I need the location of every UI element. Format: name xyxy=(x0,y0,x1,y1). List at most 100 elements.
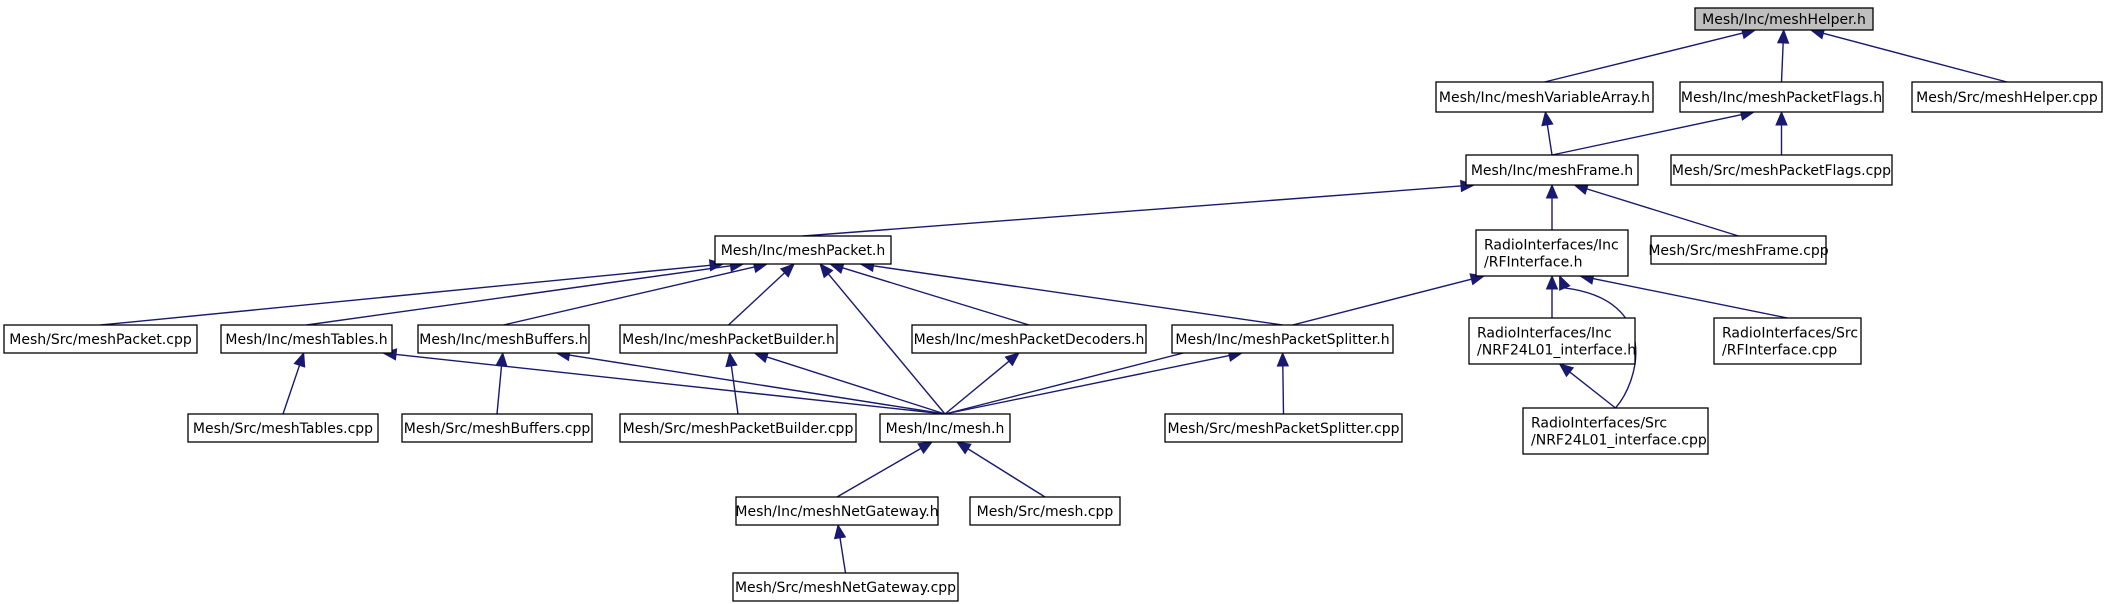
node-label-meshBuffers_h: Mesh/Inc/meshBuffers.h xyxy=(419,332,588,348)
node-box-meshHelper_cpp xyxy=(1911,81,2103,113)
arrowhead-meshNetGateway_h xyxy=(833,523,847,540)
node-label-RFInterface_cpp: RadioInterfaces/Src xyxy=(1722,326,1858,342)
node-meshBuffers_cpp[interactable]: Mesh/Src/meshBuffers.cpp xyxy=(401,413,593,443)
arrowhead-meshBuffers_h xyxy=(495,351,508,368)
edge-meshPacketDecoders_h-to-meshPacket_h xyxy=(842,267,1030,326)
arrowhead-NRF24L01_interface_h xyxy=(1558,363,1575,378)
node-meshPacketSplitter_h[interactable]: Mesh/Inc/meshPacketSplitter.h xyxy=(1171,324,1394,354)
edge-meshPacketBuilder_h-to-meshPacket_h xyxy=(728,272,786,326)
edge-mesh_h-to-meshTables_h xyxy=(395,353,946,415)
node-box-RFInterface_h xyxy=(1475,229,1629,277)
node-meshPacketBuilder_h[interactable]: Mesh/Inc/meshPacketBuilder.h xyxy=(619,324,838,354)
nodes-layer: Mesh/Inc/meshHelper.hMesh/Inc/meshVariab… xyxy=(3,7,2103,602)
edge-meshFrame_cpp-to-meshFrame_h xyxy=(1586,188,1739,237)
node-box-meshPacketDecoders_h xyxy=(911,324,1147,354)
node-meshTables_cpp[interactable]: Mesh/Src/meshTables.cpp xyxy=(187,413,379,443)
node-meshVariableArray_h[interactable]: Mesh/Inc/meshVariableArray.h xyxy=(1435,81,1654,113)
edge-meshPacketSplitter_cpp-to-meshPacketSplitter_h xyxy=(1282,365,1285,415)
node-box-meshFrame_cpp xyxy=(1650,235,1827,265)
node-box-meshTables_cpp xyxy=(187,413,379,443)
node-box-RFInterface_cpp xyxy=(1713,317,1862,365)
node-meshPacketFlags_cpp[interactable]: Mesh/Src/meshPacketFlags.cpp xyxy=(1670,154,1893,186)
node-box-meshPacketSplitter_cpp xyxy=(1164,413,1403,443)
edge-RFInterface_cpp-to-RFInterface_h xyxy=(1592,277,1788,319)
node-RFInterface_cpp[interactable]: RadioInterfaces/Src/RFInterface.cpp xyxy=(1713,317,1862,365)
node-label-meshPacket_h: Mesh/Inc/meshPacket.h xyxy=(721,243,886,259)
node-meshFrame_h[interactable]: Mesh/Inc/meshFrame.h xyxy=(1465,154,1639,186)
node-meshBuffers_h[interactable]: Mesh/Inc/meshBuffers.h xyxy=(417,324,590,354)
arrowhead-meshPacket_h xyxy=(779,263,795,278)
node-box-meshPacketFlags_cpp xyxy=(1670,154,1893,186)
node-box-NRF24L01_interface_h xyxy=(1468,317,1636,365)
node-label-meshPacketDecoders_h: Mesh/Inc/meshPacketDecoders.h xyxy=(914,332,1145,348)
node-meshPacket_cpp[interactable]: Mesh/Src/meshPacket.cpp xyxy=(3,324,198,354)
node-NRF24L01_interface_h[interactable]: RadioInterfaces/Inc/NRF24L01_interface.h xyxy=(1468,317,1636,365)
edge-meshFrame_h-to-meshPacketFlags_h xyxy=(1551,114,1742,156)
node-label-NRF24L01_interface_h: /NRF24L01_interface.h xyxy=(1477,343,1636,359)
node-NRF24L01_interface_cpp[interactable]: RadioInterfaces/Src/NRF24L01_interface.c… xyxy=(1522,407,1709,455)
edge-meshBuffers_cpp-to-meshBuffers_h xyxy=(496,365,503,415)
arrowhead-meshPacketBuilder_h xyxy=(725,351,738,368)
node-label-meshPacketSplitter_h: Mesh/Inc/meshPacketSplitter.h xyxy=(1175,332,1389,348)
arrowhead-meshFrame_h xyxy=(1545,183,1559,199)
node-label-meshHelper_cpp: Mesh/Src/meshHelper.cpp xyxy=(1916,90,2098,106)
arrowhead-meshHelper_h xyxy=(1776,28,1790,44)
node-label-mesh_cpp: Mesh/Src/mesh.cpp xyxy=(977,504,1114,520)
node-label-meshPacketBuilder_h: Mesh/Inc/meshPacketBuilder.h xyxy=(622,332,835,348)
node-meshFrame_cpp[interactable]: Mesh/Src/meshFrame.cpp xyxy=(1648,235,1829,265)
node-label-NRF24L01_interface_cpp: RadioInterfaces/Src xyxy=(1531,416,1667,432)
node-meshPacketBuilder_cpp[interactable]: Mesh/Src/meshPacketBuilder.cpp xyxy=(619,413,857,443)
node-meshPacketDecoders_h[interactable]: Mesh/Inc/meshPacketDecoders.h xyxy=(911,324,1147,354)
arrowhead-meshPacket_h xyxy=(819,263,834,279)
edge-meshVariableArray_h-to-meshHelper_h xyxy=(1544,32,1743,83)
node-box-meshPacketSplitter_h xyxy=(1171,324,1394,354)
edge-meshFrame_h-to-meshVariableArray_h xyxy=(1546,124,1553,156)
node-box-mesh_h xyxy=(879,413,1011,443)
node-label-RFInterface_h: RadioInterfaces/Inc xyxy=(1484,238,1619,254)
node-label-meshFrame_cpp: Mesh/Src/meshFrame.cpp xyxy=(1648,243,1828,259)
node-box-meshPacketFlags_h xyxy=(1679,81,1884,113)
node-meshPacket_h[interactable]: Mesh/Inc/meshPacket.h xyxy=(714,235,892,265)
edge-meshTables_h-to-meshPacket_h xyxy=(306,265,731,326)
node-meshPacketFlags_h[interactable]: Mesh/Inc/meshPacketFlags.h xyxy=(1679,81,1884,113)
arrowhead-meshVariableArray_h xyxy=(1541,110,1554,127)
node-mesh_cpp[interactable]: Mesh/Src/mesh.cpp xyxy=(969,496,1121,526)
node-meshHelper_h[interactable]: Mesh/Inc/meshHelper.h xyxy=(1694,7,1874,31)
node-label-RFInterface_cpp: /RFInterface.cpp xyxy=(1722,343,1837,359)
node-meshTables_h[interactable]: Mesh/Inc/meshTables.h xyxy=(220,324,393,354)
node-box-meshBuffers_cpp xyxy=(401,413,593,443)
node-RFInterface_h[interactable]: RadioInterfaces/Inc/RFInterface.h xyxy=(1475,229,1629,277)
node-mesh_h[interactable]: Mesh/Inc/mesh.h xyxy=(879,413,1011,443)
node-meshHelper_cpp[interactable]: Mesh/Src/meshHelper.cpp xyxy=(1911,81,2103,113)
edge-mesh_h-to-meshPacketDecoders_h xyxy=(944,360,1010,415)
edge-meshNetGateway_cpp-to-meshNetGateway_h xyxy=(839,537,847,574)
node-label-meshPacket_cpp: Mesh/Src/meshPacket.cpp xyxy=(9,332,192,348)
node-label-meshPacketSplitter_cpp: Mesh/Src/meshPacketSplitter.cpp xyxy=(1167,421,1399,437)
node-label-meshPacketBuilder_cpp: Mesh/Src/meshPacketBuilder.cpp xyxy=(623,421,854,437)
node-label-meshFrame_h: Mesh/Inc/meshFrame.h xyxy=(1471,163,1633,179)
node-label-meshNetGateway_h: Mesh/Inc/meshNetGateway.h xyxy=(735,504,938,520)
node-label-meshTables_h: Mesh/Inc/meshTables.h xyxy=(225,332,387,348)
arrowhead-mesh_h xyxy=(917,441,934,455)
node-label-meshTables_cpp: Mesh/Src/meshTables.cpp xyxy=(193,421,373,437)
node-box-NRF24L01_interface_cpp xyxy=(1522,407,1709,455)
node-label-NRF24L01_interface_cpp: /NRF24L01_interface.cpp xyxy=(1531,433,1707,449)
edge-meshPacket_cpp-to-meshPacket_h xyxy=(100,264,711,326)
node-meshNetGateway_cpp[interactable]: Mesh/Src/meshNetGateway.cpp xyxy=(732,572,959,602)
edge-NRF24L01_interface_cpp-to-NRF24L01_interface_h xyxy=(1569,371,1616,409)
node-box-meshPacket_cpp xyxy=(3,324,198,354)
node-label-meshPacketFlags_cpp: Mesh/Src/meshPacketFlags.cpp xyxy=(1672,163,1891,179)
node-label-meshNetGateway_cpp: Mesh/Src/meshNetGateway.cpp xyxy=(735,580,956,596)
arrowhead-RFInterface_h xyxy=(1545,274,1559,290)
arrowhead-meshTables_h xyxy=(293,351,306,368)
edge-meshBuffers_h-to-meshPacket_h xyxy=(503,266,755,326)
node-label-meshVariableArray_h: Mesh/Inc/meshVariableArray.h xyxy=(1439,90,1650,106)
edge-mesh_h-to-meshPacketBuilder_h xyxy=(766,356,946,415)
node-box-mesh_cpp xyxy=(969,496,1121,526)
node-meshNetGateway_h[interactable]: Mesh/Inc/meshNetGateway.h xyxy=(735,496,939,526)
arrowhead-meshPacketFlags_h xyxy=(1775,110,1788,126)
edge-mesh_h-to-meshBuffers_h xyxy=(569,354,946,415)
edge-meshPacket_h-to-meshFrame_h xyxy=(802,185,1462,237)
node-meshPacketSplitter_cpp[interactable]: Mesh/Src/meshPacketSplitter.cpp xyxy=(1164,413,1403,443)
